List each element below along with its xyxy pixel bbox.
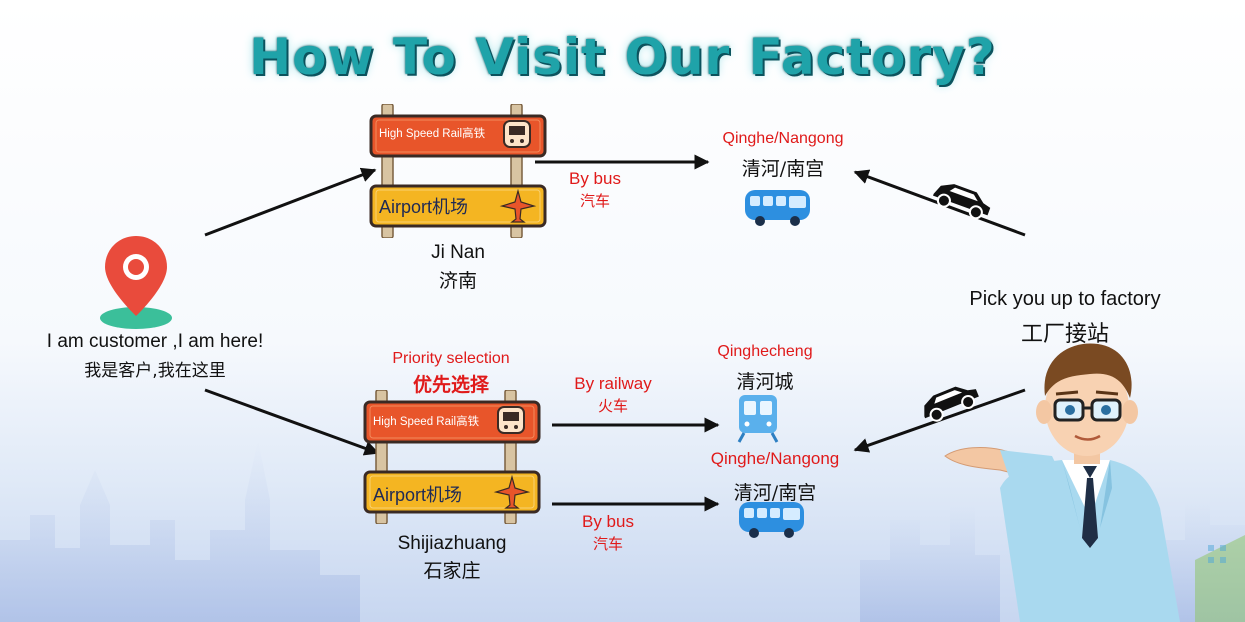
sjz-rail-sign [363,400,541,444]
businessman-illustration [944,343,1180,622]
jinan-signpost [369,104,547,238]
sjz-bus-dest-zh: 清河/南宫 [733,482,817,504]
car-icon-bottom [924,386,979,422]
jinan-mode-en: By bus [569,169,621,188]
jinan-city-en: Ji Nan [431,242,485,263]
customer-label-en: I am customer ,I am here! [46,331,264,352]
car-icon-top [933,184,991,220]
jinan-dest-en: Qinghe/Nangong [722,130,844,147]
pickup-label-zh: 工厂接站 [1020,322,1109,347]
jinan-airport-sign [369,184,547,228]
sjz-rail-dest-zh: 清河城 [736,371,794,393]
bus-icon-bottom [739,502,804,538]
sjz-rail-mode-zh: 火车 [597,397,628,415]
train-icon [737,395,779,443]
sjz-bus-mode-en: By bus [582,512,634,531]
location-pin-icon [100,236,172,329]
jinan-rail-sign-label: High Speed Rail高铁 [379,128,486,140]
sjz-bus-dest-en: Qinghe/Nangong [710,449,840,468]
sjz-city-zh: 石家庄 [423,560,481,582]
arrow-customer-to-jinan [204,167,377,237]
jinan-rail-sign [369,114,547,158]
sjz-bus-mode-zh: 汽车 [592,535,623,553]
jinan-mode-zh: 汽车 [579,192,610,210]
sjz-rail-dest-en: Qinghecheng [717,343,813,360]
sjz-city-en: Shijiazhuang [397,533,507,554]
jinan-airport-sign-label: Airport机场 [379,197,469,217]
sjz-airport-sign [363,470,541,514]
arrow-customer-to-shijiazhuang [204,388,380,456]
sjz-airport-sign-label: Airport机场 [373,485,463,505]
sjz-rail-mode-en: By railway [574,374,652,393]
shijiazhuang-signpost [363,390,541,524]
priority-label-en: Priority selection [392,350,510,367]
pickup-label-en: Pick you up to factory [969,288,1161,310]
priority-label-zh: 优先选择 [412,374,489,396]
sjz-rail-sign-label: High Speed Rail高铁 [373,416,480,428]
customer-label-zh: 我是客户,我在这里 [84,361,226,381]
jinan-city-zh: 济南 [438,270,477,292]
jinan-dest-zh: 清河/南宫 [741,158,825,180]
page-title: How To Visit Our Factory? [249,28,996,86]
bus-icon-top [745,190,810,226]
